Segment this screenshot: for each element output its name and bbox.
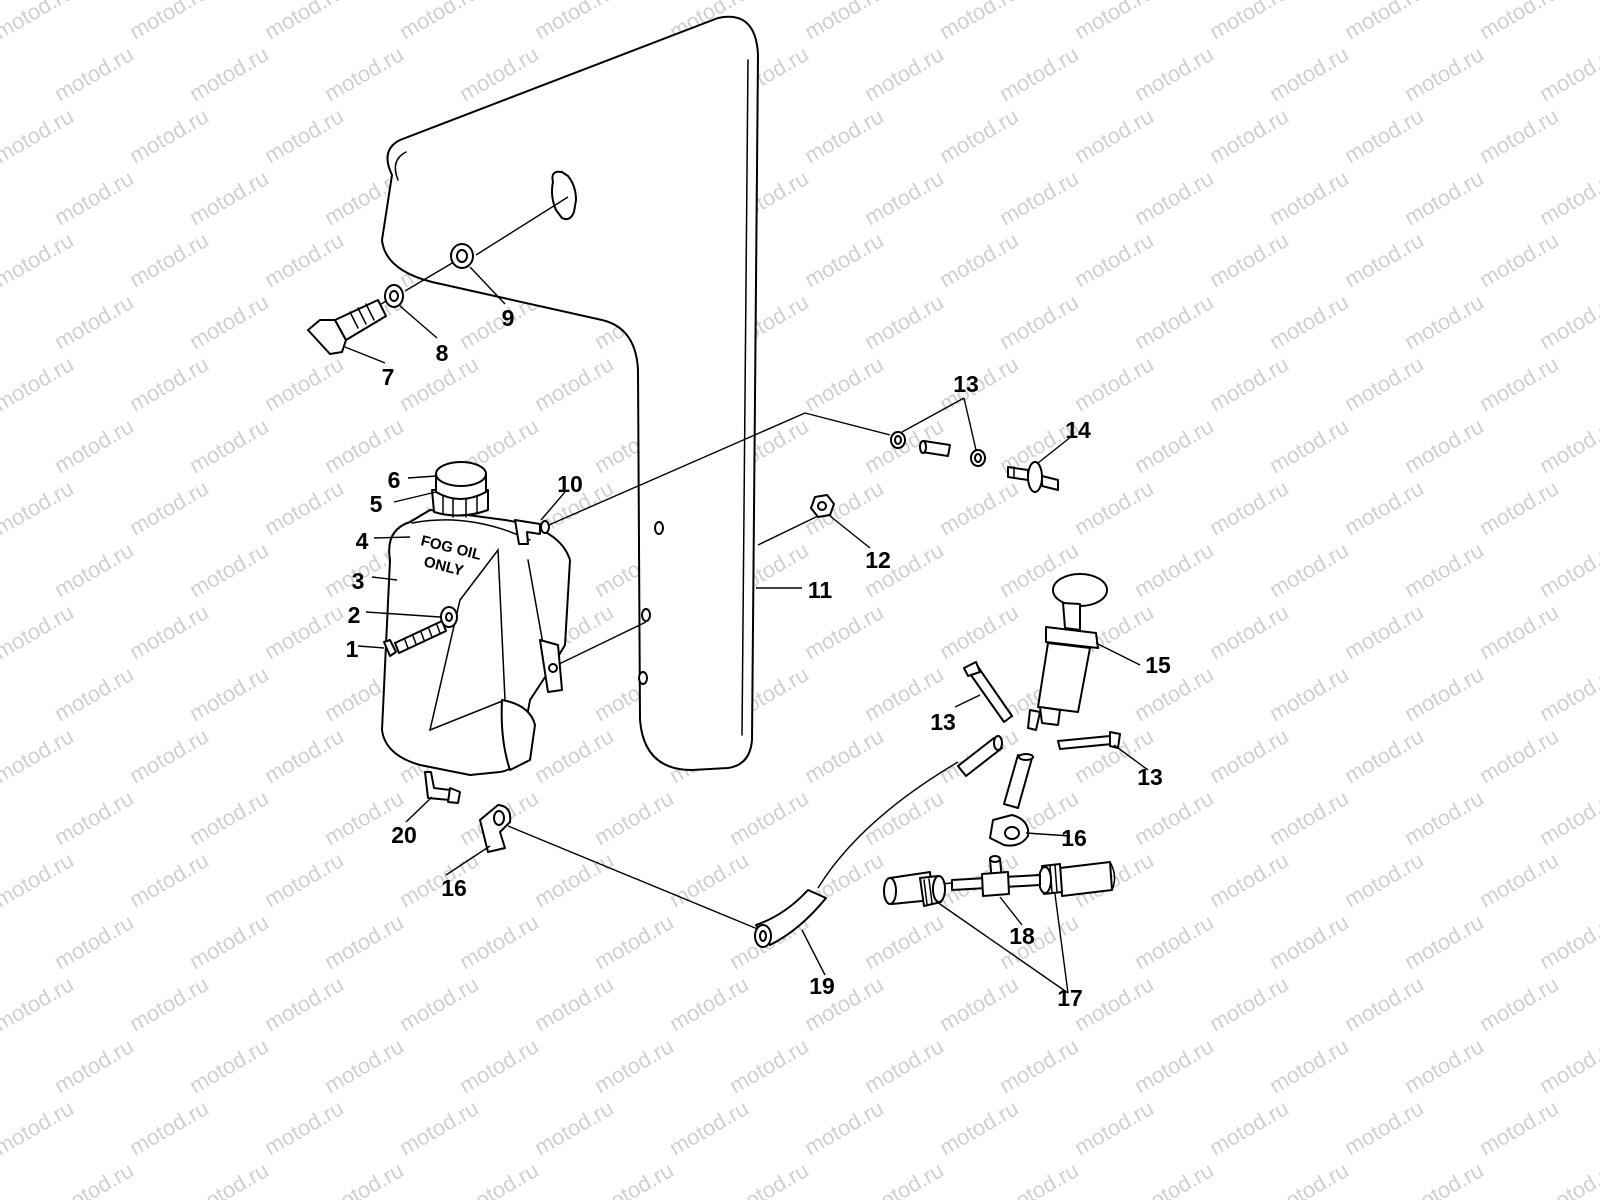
callout-4: 4 <box>356 528 369 554</box>
bolt <box>307 299 387 355</box>
primer-pump <box>1027 573 1108 731</box>
hose-clamp-left <box>479 804 512 853</box>
callout-17: 17 <box>1057 985 1083 1011</box>
callout-6: 6 <box>388 467 401 493</box>
callout-1: 1 <box>346 636 359 662</box>
screw <box>383 620 447 657</box>
hose-pump-outlet <box>1003 753 1034 809</box>
clamp-top-left <box>890 431 906 449</box>
callout-9: 9 <box>502 305 515 331</box>
clip-right <box>1057 731 1121 750</box>
side-panel <box>381 15 759 771</box>
hose-pump-inlet <box>957 735 1003 777</box>
callout-2: 2 <box>348 602 361 628</box>
callout-12: 12 <box>865 547 891 573</box>
callout-19: 19 <box>809 973 835 999</box>
oil-tank: FOG OIL ONLY <box>381 509 571 776</box>
nut <box>810 494 835 518</box>
grommet-panel <box>450 243 474 269</box>
watermark-text: motod.ru <box>0 1157 3 1200</box>
hose-short <box>919 440 951 457</box>
outlet-fitting <box>424 771 461 804</box>
callout-11: 11 <box>808 577 833 603</box>
assembly-lines <box>374 196 1041 931</box>
callout-15: 15 <box>1145 652 1171 678</box>
callout-18: 18 <box>1009 923 1035 949</box>
check-valve <box>1007 461 1059 493</box>
callout-3: 3 <box>352 568 365 594</box>
callout-13-valve: 13 <box>953 371 979 397</box>
callout-16-right: 16 <box>1061 825 1087 851</box>
callout-20: 20 <box>391 822 417 848</box>
fuel-line-right <box>1059 861 1116 897</box>
hose-clamp-fuel-left <box>919 875 946 907</box>
hose-clamp-right <box>989 814 1030 847</box>
clip-left <box>963 661 1013 723</box>
washer-bolt <box>384 284 404 308</box>
callout-16-left: 16 <box>441 875 467 901</box>
callout-10: 10 <box>557 471 583 497</box>
callout-8: 8 <box>436 340 449 366</box>
callout-leaders <box>344 266 1149 994</box>
callout-5: 5 <box>370 491 383 517</box>
callout-13-clip-right: 13 <box>1137 764 1163 790</box>
callout-14: 14 <box>1065 417 1091 443</box>
elbow-fitting-vent <box>514 519 550 545</box>
tee-fitting <box>951 855 1041 897</box>
callout-7: 7 <box>382 364 395 390</box>
hose-clamp-fuel-right <box>1038 863 1063 895</box>
washer <box>440 606 458 628</box>
clamp-top-right <box>970 449 986 467</box>
callout-labels: 1 2 3 4 5 6 7 8 9 10 11 12 13 13 13 14 1… <box>346 305 1171 1011</box>
callout-13-clip-left: 13 <box>930 709 956 735</box>
fuel-hose-long <box>754 889 827 948</box>
tank-cap <box>435 461 487 500</box>
